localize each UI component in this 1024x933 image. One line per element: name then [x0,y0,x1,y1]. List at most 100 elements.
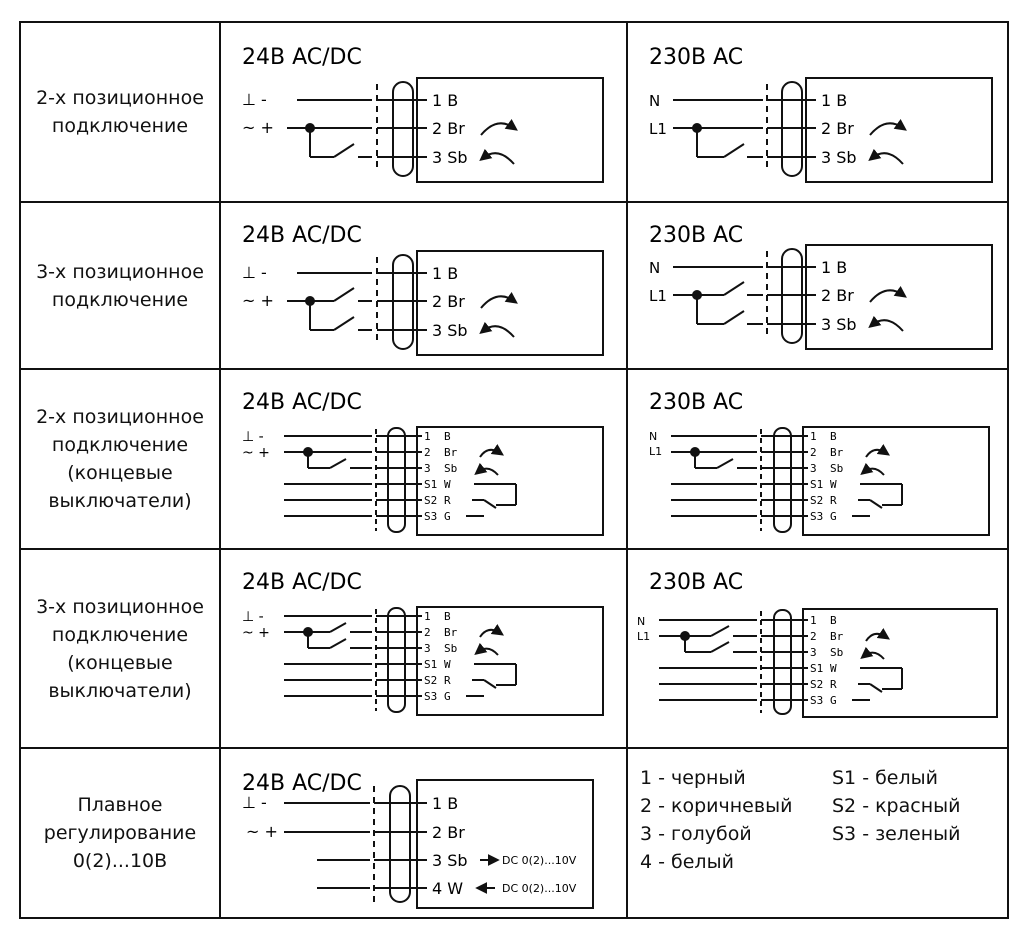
wire-3-color: Sb [830,462,843,475]
wire-2-color: Br [444,626,458,639]
diagram-r2-dc: 24В AC/DC ⊥ - ~ + 1 B 2 Br 3 Sb [222,204,625,367]
wire-1-num: 1 [424,610,431,623]
wire-3: 3 Sb [432,148,468,167]
terminal-n: N [649,430,657,443]
terminal-n: N [637,615,645,628]
wire-2-num: 2 [424,446,431,459]
header-dc: 24В AC/DC [242,570,362,595]
diagram-r3-dc: 24В AC/DC ⊥ - ~ + 1 B 2 Br 3 S [222,371,625,547]
wire-2: 2 Br [432,292,465,311]
switch-w: W [444,478,451,491]
wire-3-num: 3 [810,646,817,659]
terminal-n: N [649,259,660,277]
wire-4: 4 W [432,879,463,898]
terminal-ground: ⊥ - [242,263,267,282]
terminal-supply: ~ + [242,625,270,641]
wire-1-num: 1 [424,430,431,443]
switch-g: G [444,690,451,703]
terminal-ground: ⊥ - [242,793,267,812]
terminal-l1: L1 [649,445,662,458]
diagram-r3-ac: 230В AC N L1 1 B 2 Br 3 Sb [629,371,1006,547]
diagram-r2-ac: 230В AC N L1 1 B 2 Br 3 Sb [629,204,1006,367]
wire-3-num: 3 [424,462,431,475]
wire-2-color: Br [830,630,844,643]
wire-1-color: B [830,614,837,627]
signal-in: DC 0(2)...10V [502,882,577,895]
switch-g: G [830,510,837,523]
wire-3-color: Sb [444,642,457,655]
wire-2: 2 Br [821,119,854,138]
wire-3: 3 Sb [432,321,468,340]
wire-1-color: B [830,430,837,443]
wire-3: 3 Sb [821,148,857,167]
switch-s1: S1 [810,662,823,675]
switch-s3: S3 [424,690,437,703]
row-label-1: 2-х позиционное подключение [36,87,204,137]
switch-r: R [830,494,837,507]
switch-s2: S2 [810,494,823,507]
switch-s3: S3 [424,510,437,523]
wire-2: 2 Br [432,823,465,842]
wire-1-color: B [444,430,451,443]
legend-wires: 1 - черный 2 - коричневый 3 - голубой 4 … [640,767,793,873]
wire-2-num: 2 [424,626,431,639]
wire-3: 3 Sb [432,851,468,870]
terminal-l1: L1 [637,630,650,643]
wire-2: 2 Br [821,286,854,305]
switch-g: G [444,510,451,523]
terminal-supply: ~ + [242,291,274,310]
wire-3-color: Sb [830,646,843,659]
terminal-l1: L1 [649,287,667,305]
switch-g: G [830,694,837,707]
wire-2-color: Br [830,446,844,459]
wire-2-num: 2 [810,630,817,643]
wire-3-num: 3 [810,462,817,475]
wire-1: 1 B [821,258,847,277]
wire-1-color: B [444,610,451,623]
color-legend: 1 - черный 2 - коричневый 3 - голубой 4 … [640,764,1010,914]
header-dc: 24В AC/DC [242,45,362,70]
switch-s2: S2 [424,494,437,507]
switch-s3: S3 [810,694,823,707]
row-label-5: Плавное регулирование 0(2)...10В [43,794,197,872]
switch-s1: S1 [424,478,437,491]
row-label-3: 2-х позиционное подключение (концевые вы… [36,406,204,512]
header-ac: 230В AC [649,223,743,248]
wire-2: 2 Br [432,119,465,138]
switch-s1: S1 [810,478,823,491]
diagram-r4-ac: 230В AC N L1 1 B 2 Br 3 [629,551,1006,746]
switch-r: R [830,678,837,691]
row-label-2: 3-х позиционное подключение [36,260,204,311]
terminal-l1: L1 [649,120,667,138]
terminal-ground: ⊥ - [242,429,264,445]
terminal-supply: ~ + [242,118,274,137]
row-label-4: 3-х позиционное подключение (концевые вы… [36,595,204,702]
diagram-r5-dc: 24В AC/DC ⊥ - ~ + 1 B 2 Br 3 Sb 4 W DC 0… [222,750,625,916]
switch-r: R [444,674,451,687]
diagram-r1-dc: 24В AC/DC ⊥ - ~ + 1 B 2 Br 3 Sb [222,24,625,200]
switch-r: R [444,494,451,507]
header-dc: 24В AC/DC [242,771,362,796]
header-ac: 230В AC [649,390,743,415]
terminal-ground: ⊥ - [242,609,264,625]
wire-1: 1 B [821,91,847,110]
terminal-supply: ~ + [246,822,278,841]
header-ac: 230В AC [649,45,743,70]
wire-1: 1 B [432,264,458,283]
wire-1: 1 B [432,91,458,110]
wire-2-num: 2 [810,446,817,459]
wire-1: 1 B [432,794,458,813]
switch-w: W [830,478,837,491]
header-dc: 24В AC/DC [242,390,362,415]
header-dc: 24В AC/DC [242,223,362,248]
terminal-n: N [649,92,660,110]
switch-s2: S2 [424,674,437,687]
switch-s3: S3 [810,510,823,523]
wire-3-color: Sb [444,462,457,475]
switch-w: W [830,662,837,675]
terminal-supply: ~ + [242,445,270,461]
wire-2-color: Br [444,446,458,459]
diagram-r4-dc: 24В AC/DC ⊥ - ~ + 1 B 2 Br [222,551,625,746]
wire-3-num: 3 [424,642,431,655]
